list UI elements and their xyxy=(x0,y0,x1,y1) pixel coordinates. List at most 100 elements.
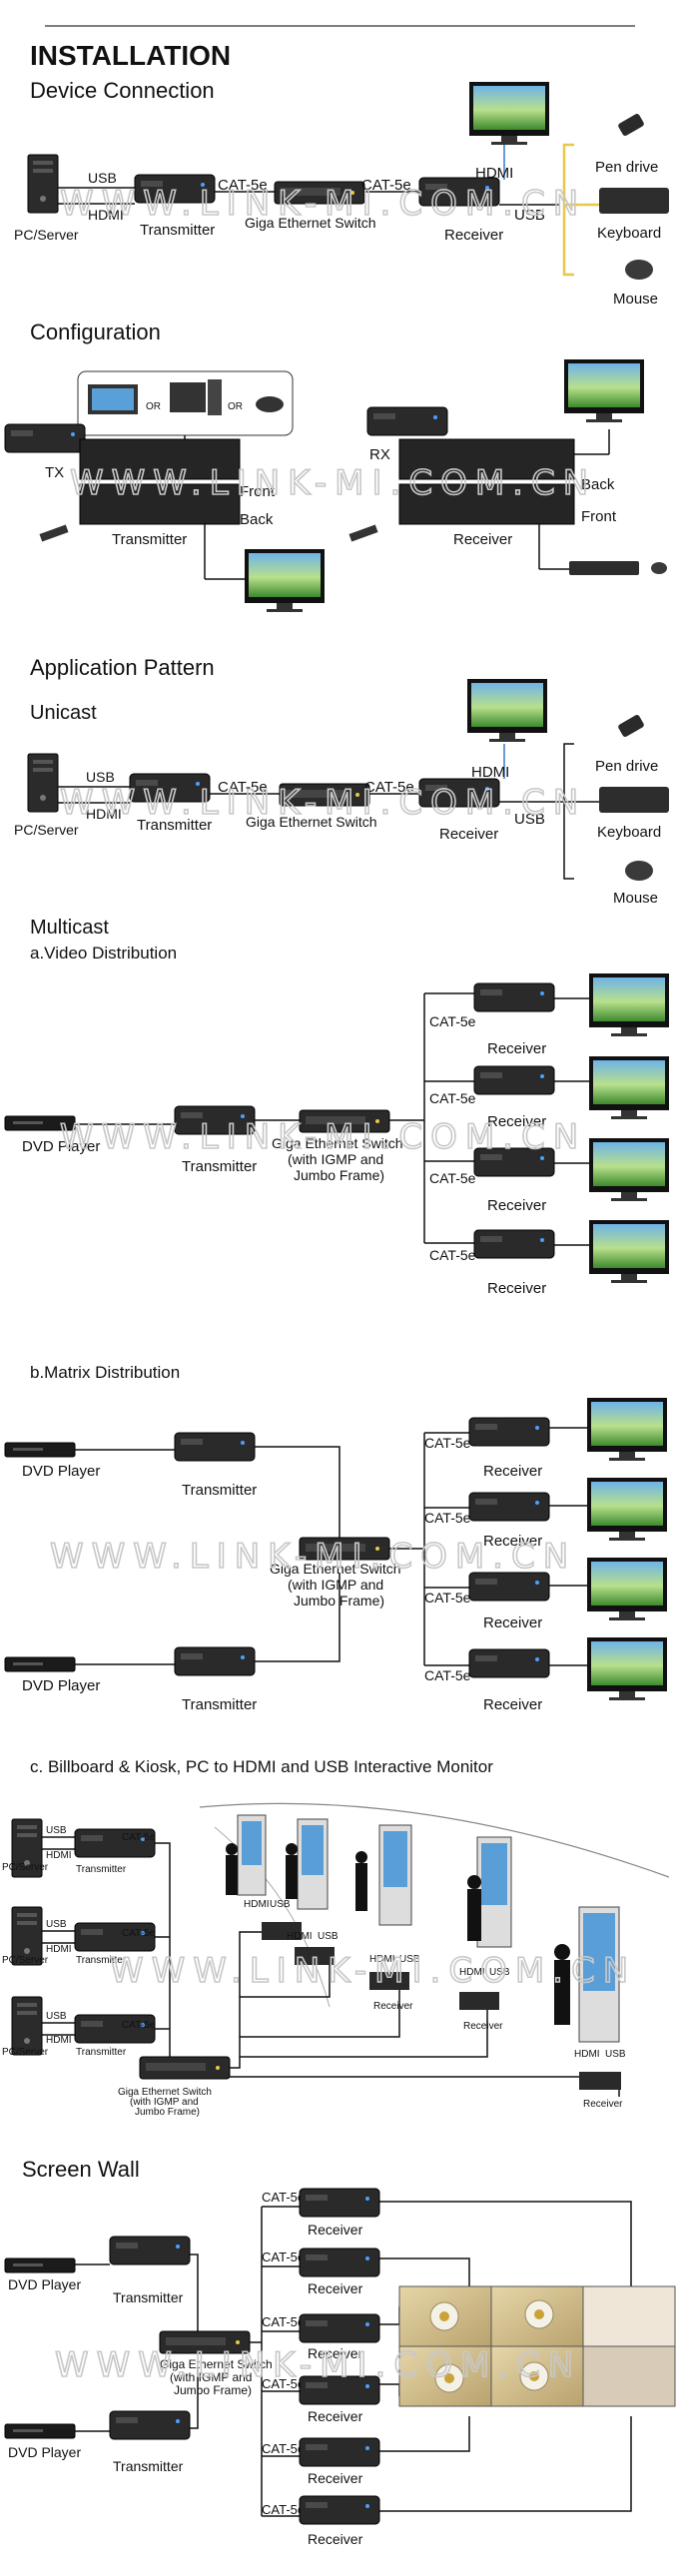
cat5e-label: CAT-5e xyxy=(424,1510,471,1526)
receiver-device-icon xyxy=(299,2495,380,2525)
switch-label-igmp: (with IGMP and xyxy=(288,1151,383,1167)
multicast-heading: Multicast xyxy=(30,917,109,939)
gamepad-icon xyxy=(256,396,284,412)
receiver-device-icon xyxy=(579,2072,621,2090)
transmitter-label: Transmitter xyxy=(113,2289,184,2305)
receiver-label: Receiver xyxy=(487,1113,546,1130)
device-connection-heading: Device Connection xyxy=(30,78,215,103)
hdmi-label: HDMI xyxy=(46,2035,72,2046)
transmitter-label: Transmitter xyxy=(182,1696,257,1713)
back-label: Back xyxy=(240,511,274,528)
receiver-device-icon xyxy=(473,1229,555,1259)
cat5e-label: CAT-5e xyxy=(122,1832,156,1843)
receiver-label: Receiver xyxy=(463,2021,503,2032)
pen-drive-label: Pen drive xyxy=(595,758,658,775)
remote-icon xyxy=(39,524,69,542)
remote-icon xyxy=(348,524,378,542)
switch-label-igmp: (with IGMP and xyxy=(170,2370,252,2384)
keyboard-icon xyxy=(569,561,639,575)
receiver-label: Receiver xyxy=(373,2001,413,2012)
hdmi-label: HDMI xyxy=(471,764,509,781)
receiver-device-icon xyxy=(473,1065,555,1095)
receiver-label: Receiver xyxy=(483,1696,542,1713)
switch-label: Giga Ethernet Switch xyxy=(272,1135,403,1151)
cat5e-label: CAT-5e xyxy=(364,779,414,796)
video-wall xyxy=(398,2285,676,2407)
tx-small-icon xyxy=(4,423,86,453)
transmitter-device-icon xyxy=(109,2410,191,2440)
mouse-icon xyxy=(625,861,653,881)
receiver-device-icon xyxy=(468,1572,550,1602)
mouse-icon xyxy=(651,562,667,574)
matrix-distribution-heading: b.Matrix Distribution xyxy=(30,1363,180,1382)
receiver-label: Receiver xyxy=(487,1197,546,1214)
watermark: WWW.LINK-MI.COM.CN xyxy=(110,1951,636,1991)
receiver-device-icon xyxy=(369,1972,409,1990)
monitor-icon xyxy=(587,1478,667,1541)
watermark: WWW.LINK-MI.COM.CN xyxy=(70,463,596,503)
receiver-label: Receiver xyxy=(583,2099,623,2110)
transmitter-label: Transmitter xyxy=(140,222,215,239)
receiver-label: Receiver xyxy=(308,2222,363,2238)
receiver-device-icon xyxy=(299,2188,380,2218)
transmitter-label: Transmitter xyxy=(76,2047,127,2058)
switch-label-jumbo: Jumbo Frame) xyxy=(294,1593,384,1609)
receiver-device-icon xyxy=(295,1947,335,1965)
receiver-device-icon xyxy=(299,2248,380,2277)
usb-label: USB xyxy=(514,207,545,224)
dvd-player-icon xyxy=(4,2257,76,2273)
mouse-icon xyxy=(625,260,653,280)
cat5e-label: CAT-5e xyxy=(262,2190,305,2205)
transmitter-device-icon xyxy=(174,1646,256,1676)
dvd-player-label: DVD Player xyxy=(8,2276,81,2292)
receiver-device-icon xyxy=(262,1922,302,1940)
receiver-label: Receiver xyxy=(483,1463,542,1480)
switch-label: Giga Ethernet Switch xyxy=(245,215,376,231)
usb-label: USB xyxy=(46,2011,67,2022)
unicast-heading: Unicast xyxy=(30,702,97,724)
usb-label: USB xyxy=(46,1825,67,1836)
cat5e-label: CAT-5e xyxy=(262,2376,305,2391)
monitor-icon xyxy=(589,1138,669,1201)
dvd-player-label: DVD Player xyxy=(8,2444,81,2460)
cat5e-label: CAT-5e xyxy=(361,177,411,194)
pen-drive-icon xyxy=(618,715,644,737)
switch-label-jumbo: Jumbo Frame) xyxy=(135,2107,200,2118)
hdmi-label: HDMI xyxy=(574,2049,600,2060)
receiver-label: Receiver xyxy=(487,1040,546,1057)
monitor-icon xyxy=(469,82,549,145)
dvd-player-icon xyxy=(4,1442,76,1458)
pc-server-icon xyxy=(27,154,59,214)
hdmi-label: HDMI xyxy=(46,1944,72,1955)
hdmi-label: HDMI xyxy=(369,1954,395,1965)
usb-label: USB xyxy=(318,1931,339,1942)
monitor-icon xyxy=(467,679,547,742)
receiver-label: Receiver xyxy=(483,1614,542,1631)
usb-label: USB xyxy=(88,170,117,186)
monitor-icon xyxy=(587,1398,667,1461)
transmitter-device-icon xyxy=(174,1432,256,1462)
keyboard-label: Keyboard xyxy=(597,824,661,841)
application-pattern-heading: Application Pattern xyxy=(30,655,215,680)
front-label: Front xyxy=(581,508,617,525)
receiver-device-icon xyxy=(468,1417,550,1447)
pc-server-label: PC/Server xyxy=(2,1862,49,1873)
dvd-player-label: DVD Player xyxy=(22,1138,100,1155)
billboard-heading: c. Billboard & Kiosk, PC to HDMI and USB… xyxy=(30,1757,493,1776)
hdmi-label: HDMI xyxy=(475,165,513,182)
transmitter-device-icon xyxy=(109,2236,191,2265)
monitor-icon xyxy=(587,1637,667,1700)
monitor-icon xyxy=(245,549,325,612)
venue-arc xyxy=(199,1802,670,1878)
pc-server-label: PC/Server xyxy=(14,822,79,838)
cat5e-label: CAT-5e xyxy=(429,1170,476,1186)
receiver-device-icon xyxy=(473,982,555,1012)
dvd-player-icon xyxy=(4,2423,76,2439)
keyboard-icon xyxy=(599,188,669,214)
receiver-device-icon xyxy=(299,2437,380,2467)
monitor-icon xyxy=(589,1056,669,1119)
usb-label: USB xyxy=(514,811,545,828)
receiver-label: Receiver xyxy=(444,227,503,244)
hdmi-label: HDMI xyxy=(459,1967,485,1978)
dvd-player-label: DVD Player xyxy=(22,1463,100,1480)
